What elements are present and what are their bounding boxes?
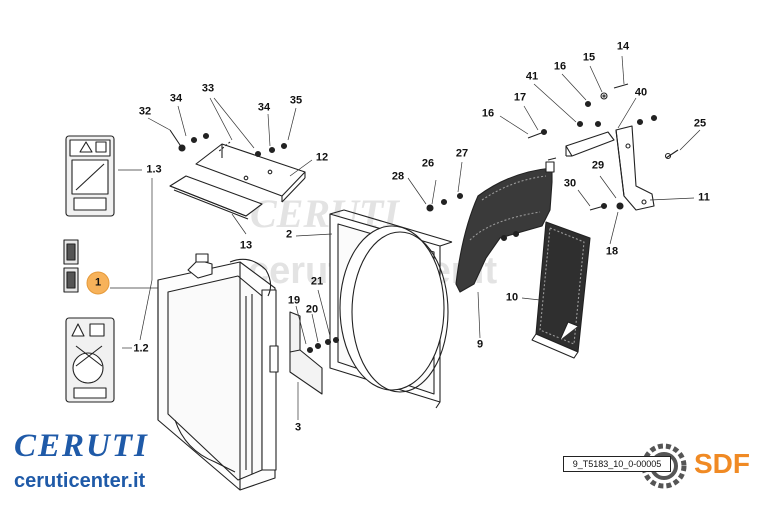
tie-bracket xyxy=(565,131,615,157)
callout-29: 29 xyxy=(591,159,605,172)
callout-25: 25 xyxy=(693,117,707,130)
flat-screen xyxy=(531,221,591,359)
upper-bracket xyxy=(195,143,306,203)
shroud-fasteners xyxy=(426,192,520,242)
callout-30: 30 xyxy=(563,177,577,190)
callout-19: 19 xyxy=(287,294,301,307)
seal-strip xyxy=(169,175,263,220)
drawing-code: 9_T5183_10_0-00005 xyxy=(563,456,671,472)
callout-12: 12 xyxy=(315,151,329,164)
callout-2: 2 xyxy=(285,228,293,241)
side-baffle xyxy=(289,311,323,395)
baffle-fasteners xyxy=(306,336,340,354)
callout-1: 1 xyxy=(94,276,102,289)
ceruti-logo: CERUTI xyxy=(14,428,149,464)
callout-32: 32 xyxy=(138,105,152,118)
callout-14: 14 xyxy=(616,40,630,53)
leader-lines xyxy=(110,55,701,420)
radiator xyxy=(157,253,279,491)
upper-right-fasteners xyxy=(527,83,679,211)
callout-3: 3 xyxy=(294,421,302,434)
curved-screen xyxy=(455,157,557,293)
callout-18: 18 xyxy=(605,245,619,258)
callout-9: 9 xyxy=(476,338,484,351)
top-fasteners xyxy=(169,129,288,158)
callout-26: 26 xyxy=(421,157,435,170)
callout-27: 27 xyxy=(455,147,469,160)
mount-bracket xyxy=(615,125,655,211)
callout-35: 35 xyxy=(289,94,303,107)
callout-34-left: 34 xyxy=(169,92,183,105)
callout-16-top: 16 xyxy=(553,60,567,73)
callout-1-3: 1.3 xyxy=(146,163,162,176)
ceruti-site: ceruticenter.it xyxy=(14,470,146,492)
highlight-marker xyxy=(86,271,110,295)
callout-15: 15 xyxy=(582,51,596,64)
callout-34-right: 34 xyxy=(257,101,271,114)
callout-40: 40 xyxy=(634,86,648,99)
callout-11: 11 xyxy=(698,191,710,204)
fan-shroud xyxy=(329,209,453,409)
decal-small-labels xyxy=(63,239,79,293)
callout-17: 17 xyxy=(513,91,527,104)
callout-21: 21 xyxy=(310,275,324,288)
callout-13: 13 xyxy=(239,239,253,252)
callout-20: 20 xyxy=(305,303,319,316)
decal-warning-top xyxy=(65,135,115,217)
callout-41: 41 xyxy=(525,70,539,83)
callout-28: 28 xyxy=(391,170,405,183)
callout-1-2: 1.2 xyxy=(133,342,149,355)
sdf-logo: SDF xyxy=(694,448,750,479)
callout-33: 33 xyxy=(201,82,215,95)
decal-warning-bottom xyxy=(65,317,115,403)
callout-10: 10 xyxy=(505,291,519,304)
callout-16-left: 16 xyxy=(481,107,495,120)
